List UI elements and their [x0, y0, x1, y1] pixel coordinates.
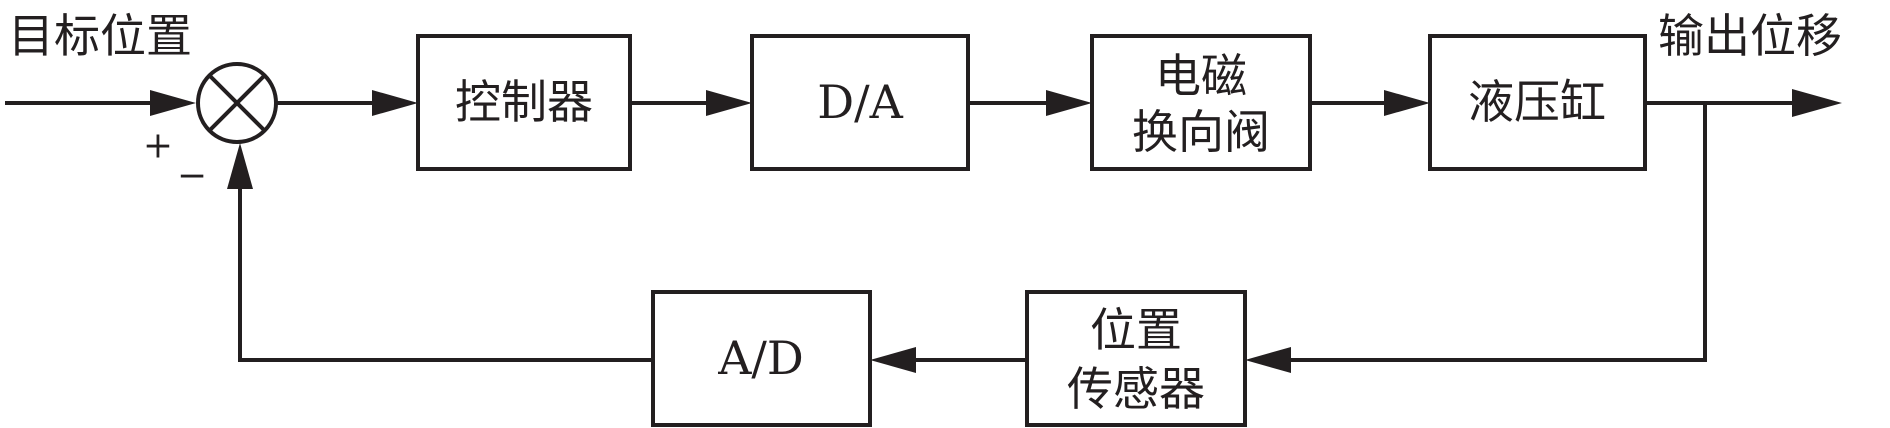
summing-junction: [196, 62, 278, 144]
controller-label: 控制器: [455, 75, 593, 129]
arrowhead-feedback-into-sum: [227, 143, 253, 189]
controller-block: 控制器: [416, 34, 632, 171]
sensor-label-line1: 位置: [1090, 303, 1182, 357]
da-block: D/A: [750, 34, 970, 171]
arrowheads: [150, 89, 1842, 373]
sensor-label-line2: 传感器: [1067, 362, 1205, 416]
cylinder-label: 液压缸: [1468, 75, 1606, 129]
arrowhead-into-da: [706, 90, 752, 116]
arrowhead-into-valve: [1046, 90, 1092, 116]
cylinder-block: 液压缸: [1428, 34, 1647, 171]
valve-label-line1: 电磁: [1155, 49, 1247, 103]
valve-block: 电磁 换向阀: [1090, 34, 1312, 171]
minus-sign: −: [177, 156, 207, 197]
arrowhead-into-ad: [870, 347, 916, 373]
sensor-block: 位置 传感器: [1025, 290, 1247, 427]
arrowhead-into-controller: [372, 90, 418, 116]
da-label: D/A: [817, 75, 903, 129]
arrowhead-into-sum: [150, 90, 196, 116]
input-label: 目标位置: [8, 9, 192, 63]
ad-label: A/D: [717, 331, 804, 385]
feedback-line-to-sum: [238, 170, 653, 362]
plus-sign: +: [143, 126, 173, 167]
valve-label-line2: 换向阀: [1132, 105, 1270, 159]
arrowhead-into-sensor: [1245, 347, 1291, 373]
feedback-line-to-sensor: [1265, 103, 1707, 362]
output-label: 输出位移: [1658, 9, 1842, 63]
arrowhead-output: [1792, 89, 1842, 117]
arrowhead-into-cylinder: [1384, 90, 1430, 116]
ad-block: A/D: [651, 290, 872, 427]
signal-lines: [5, 101, 1810, 362]
